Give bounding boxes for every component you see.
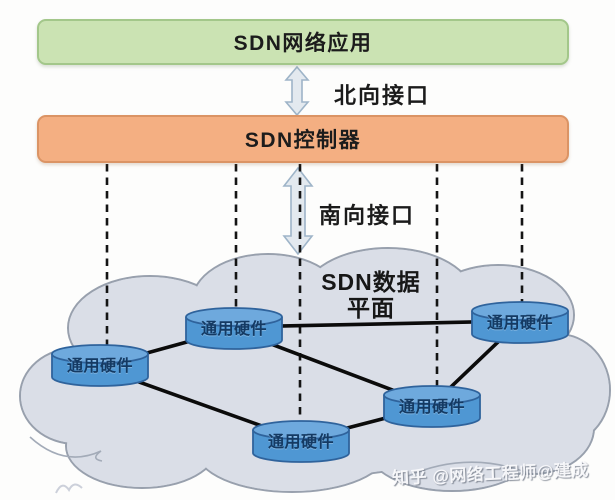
control-links (105, 164, 524, 426)
controller-layer-label: SDN控制器 (244, 129, 362, 152)
hw-node-label-top-middle: 通用硬件 (200, 321, 267, 338)
hw-cylinder-left (51, 344, 149, 387)
hw-node-label-top-right: 通用硬件 (486, 315, 553, 332)
controller-layer-box: SDN控制器 (37, 115, 569, 163)
hw-cylinder-top-middle (185, 307, 283, 350)
hw-node-label-left: 通用硬件 (66, 358, 133, 375)
application-layer-label: SDN网络应用 (233, 32, 373, 55)
hardware-nodes (51, 301, 569, 463)
data-plane-title: SDN数据 平面 (306, 269, 436, 321)
bottom-left-sketch-mark (55, 483, 83, 494)
application-layer-box: SDN网络应用 (37, 19, 569, 65)
cloud-curl-details (29, 436, 529, 477)
northbound-arrow-icon (284, 65, 310, 117)
southbound-arrow-icon (282, 166, 314, 256)
hw-cylinder-bottom-middle (252, 420, 350, 463)
data-plane-title-line1: SDN数据 (321, 269, 421, 295)
southbound-interface-label: 南向接口 (319, 203, 416, 228)
hw-cylinder-top-right (471, 301, 569, 344)
hw-cylinder-middle-right (383, 385, 481, 428)
hw-node-label-bottom-middle: 通用硬件 (267, 434, 334, 451)
hw-node-label-middle-right: 通用硬件 (398, 399, 465, 416)
northbound-interface-label: 北向接口 (334, 83, 431, 108)
data-plane-title-line2: 平面 (347, 295, 395, 321)
